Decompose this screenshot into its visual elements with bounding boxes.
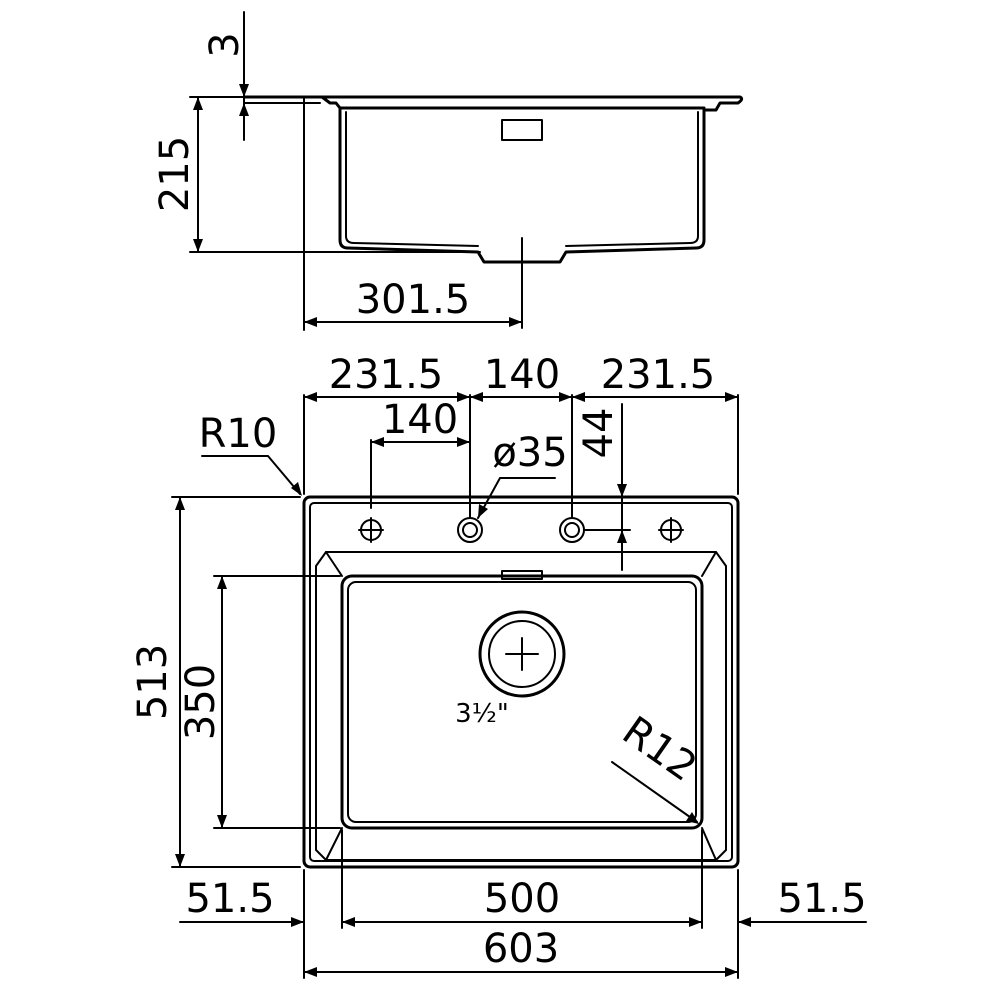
dim-overall-width: 603 <box>483 926 559 972</box>
dim-left-rim: 51.5 <box>185 876 274 922</box>
dim-depth: 215 <box>152 136 198 212</box>
dim-corner-outer: R10 <box>199 411 278 457</box>
dim-bowl-depth: 350 <box>178 664 224 740</box>
sink-rim-profile <box>245 95 744 112</box>
tap-hole-center-left <box>457 517 483 543</box>
dim-corner-inner: R12 <box>614 708 705 791</box>
section-view: 3 215 301.5 <box>152 11 744 331</box>
dim-top-left: 231.5 <box>329 352 444 398</box>
dim-top-center: 140 <box>484 352 560 398</box>
drain-size-label: 3½" <box>455 699 509 729</box>
overflow-slot <box>501 119 543 141</box>
dim-hole-offset: 44 <box>576 408 622 459</box>
dim-top-right: 231.5 <box>601 352 716 398</box>
plan-view: 3½" 231.5 140 231.5 140 ø35 44 <box>130 352 867 979</box>
tap-hole-center-right <box>559 517 585 543</box>
dim-right-rim: 51.5 <box>777 876 866 922</box>
sink-tray-outline <box>315 551 727 861</box>
drain-outlet <box>478 610 566 698</box>
overflow-slot-plan <box>501 570 543 580</box>
dim-drain-offset: 301.5 <box>356 277 471 323</box>
dim-flange-thickness: 3 <box>202 32 248 57</box>
dim-overall-depth: 513 <box>130 644 176 720</box>
dim-hole-diameter: ø35 <box>492 430 567 476</box>
dim-tap-spacing: 140 <box>382 397 458 443</box>
dim-bowl-width: 500 <box>484 876 560 922</box>
sink-outer-outline <box>302 495 740 869</box>
tap-hole-knockout-left <box>358 517 384 543</box>
sink-bowl-outline <box>340 574 704 830</box>
tap-hole-knockout-right <box>658 517 684 543</box>
